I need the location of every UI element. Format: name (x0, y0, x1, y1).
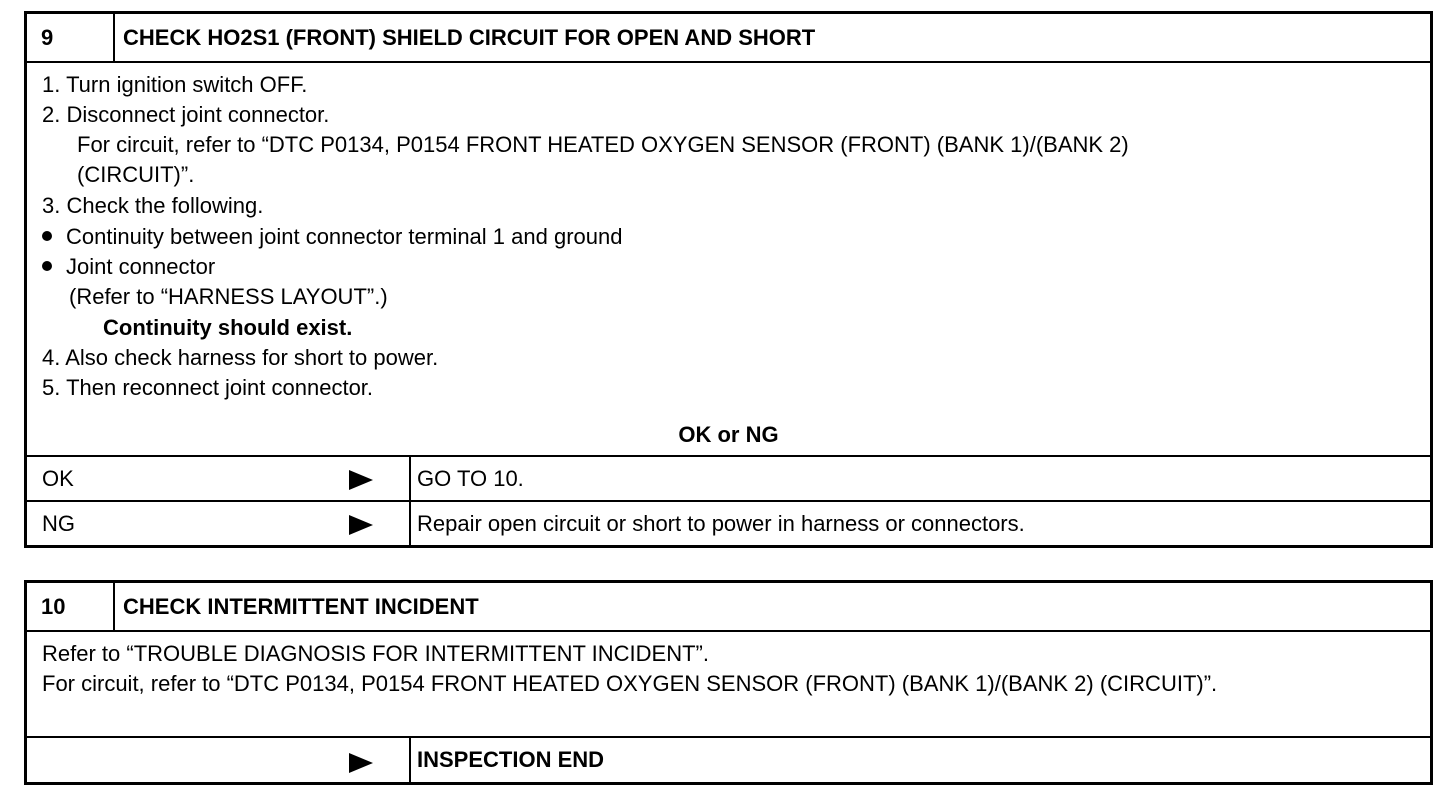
step-10-header: 10 CHECK INTERMITTENT INCIDENT (27, 583, 1430, 632)
instruction-line: For circuit, refer to “DTC P0134, P0154 … (42, 671, 1218, 696)
divider (27, 455, 1430, 457)
instruction-line: 3. Check the following. (42, 193, 264, 218)
expected-result: Continuity should exist. (103, 315, 353, 340)
step-10-title: CHECK INTERMITTENT INCIDENT (123, 593, 479, 619)
step-9-number: 9 (27, 14, 115, 61)
step-9-header: 9 CHECK HO2S1 (FRONT) SHIELD CIRCUIT FOR… (27, 14, 1430, 63)
divider (409, 736, 411, 782)
divider (27, 736, 1430, 738)
step-10-table: 10 CHECK INTERMITTENT INCIDENT Refer to … (24, 580, 1433, 785)
bullet-item: Joint connector (42, 252, 215, 282)
bullet-icon (42, 261, 52, 272)
divider (409, 455, 411, 545)
instruction-line: (Refer to “HARNESS LAYOUT”.) (69, 284, 388, 309)
result-action-ok: GO TO 10. (417, 466, 524, 491)
result-action-ng: Repair open circuit or short to power in… (417, 511, 1025, 536)
bullet-text: Joint connector (66, 254, 216, 279)
step-10-number: 10 (27, 583, 115, 630)
instruction-line: For circuit, refer to “DTC P0134, P0154 … (77, 132, 1129, 157)
result-label-ng: NG (42, 511, 75, 536)
instruction-line: 5. Then reconnect joint connector. (42, 375, 374, 400)
instruction-line: 1. Turn ignition switch OFF. (42, 72, 308, 97)
arrow-right-icon (349, 515, 373, 535)
result-header: OK or NG (678, 422, 779, 447)
bullet-text: Continuity between joint connector termi… (66, 224, 623, 249)
instruction-line: (CIRCUIT)”. (77, 162, 195, 187)
result-label-ok: OK (42, 466, 74, 491)
step-9-table: 9 CHECK HO2S1 (FRONT) SHIELD CIRCUIT FOR… (24, 11, 1433, 548)
instruction-line: 2. Disconnect joint connector. (42, 102, 330, 127)
divider (27, 500, 1430, 502)
arrow-right-icon (349, 470, 373, 490)
instruction-line: Refer to “TROUBLE DIAGNOSIS FOR INTERMIT… (42, 641, 709, 666)
arrow-right-icon (349, 753, 373, 773)
step-9-title: CHECK HO2S1 (FRONT) SHIELD CIRCUIT FOR O… (123, 24, 816, 50)
bullet-item: Continuity between joint connector termi… (42, 222, 622, 252)
result-action: INSPECTION END (417, 747, 605, 772)
bullet-icon (42, 231, 52, 242)
instruction-line: 4. Also check harness for short to power… (42, 345, 439, 370)
